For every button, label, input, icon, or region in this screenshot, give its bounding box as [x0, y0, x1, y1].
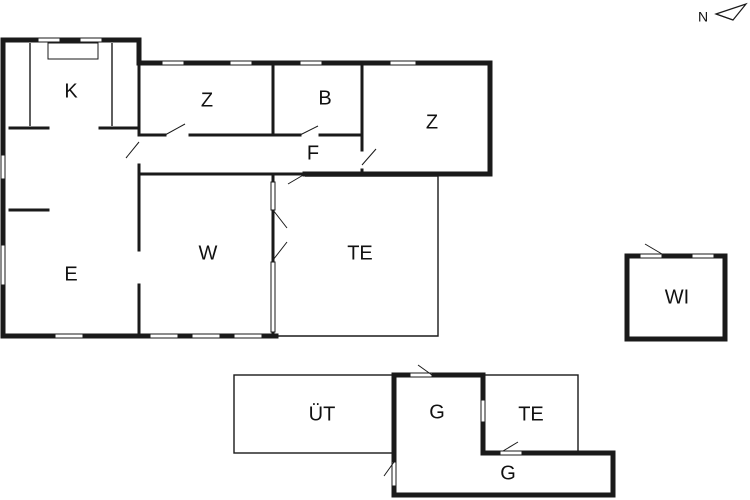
- room-label-dining-area: E: [64, 263, 77, 285]
- window: [639, 253, 663, 259]
- door-terrace: [287, 173, 306, 185]
- window: [191, 333, 221, 339]
- window: [149, 333, 179, 339]
- door-kitchen: [125, 141, 140, 159]
- room-label-bedroom-2: Z: [426, 111, 438, 133]
- room-label-covered-area: ÜT: [309, 403, 336, 425]
- window: [299, 60, 323, 66]
- window: [480, 399, 486, 423]
- window: [270, 261, 276, 333]
- window: [391, 461, 397, 487]
- annex-wall: [624, 253, 728, 342]
- window: [161, 60, 185, 66]
- door-bedroom2: [361, 148, 377, 166]
- window: [691, 253, 715, 259]
- window: [37, 37, 61, 43]
- room-label-kitchen: K: [64, 80, 78, 102]
- window: [409, 372, 433, 378]
- outer-wall-main: [0, 37, 279, 339]
- room-label-garage-long: G: [500, 462, 516, 484]
- room-label-living-room: W: [199, 242, 218, 264]
- kitchen-sink: [47, 42, 99, 60]
- window: [229, 60, 253, 66]
- door-bathroom: [299, 125, 319, 136]
- window: [54, 333, 84, 339]
- window: [270, 181, 276, 211]
- north-arrow-icon: [714, 2, 748, 21]
- window: [389, 60, 417, 66]
- door-garage-side: [383, 461, 395, 477]
- room-label-terrace-main: TE: [347, 242, 373, 264]
- window: [0, 154, 6, 180]
- room-label-annex-wi: WI: [665, 286, 689, 308]
- outbuilding: [233, 364, 616, 498]
- window: [233, 333, 263, 339]
- door-living-1: [272, 209, 288, 229]
- room-label-bathroom: B: [318, 87, 331, 109]
- door-garage-small: [417, 364, 433, 376]
- door-annex: [644, 243, 663, 255]
- room-label-garage-small: G: [429, 401, 445, 423]
- door-garage-long: [502, 441, 519, 452]
- north-label: N: [698, 9, 708, 25]
- room-label-bedroom-1: Z: [201, 89, 213, 111]
- main-house: [0, 37, 493, 339]
- door-living-2: [272, 241, 288, 261]
- room-label-terrace-annex: TE: [518, 403, 544, 425]
- window: [0, 244, 6, 286]
- window: [499, 450, 523, 456]
- annex-wi: [624, 243, 728, 342]
- window: [79, 37, 103, 43]
- door-bedroom1: [164, 123, 186, 136]
- room-label-hall: F: [307, 142, 319, 164]
